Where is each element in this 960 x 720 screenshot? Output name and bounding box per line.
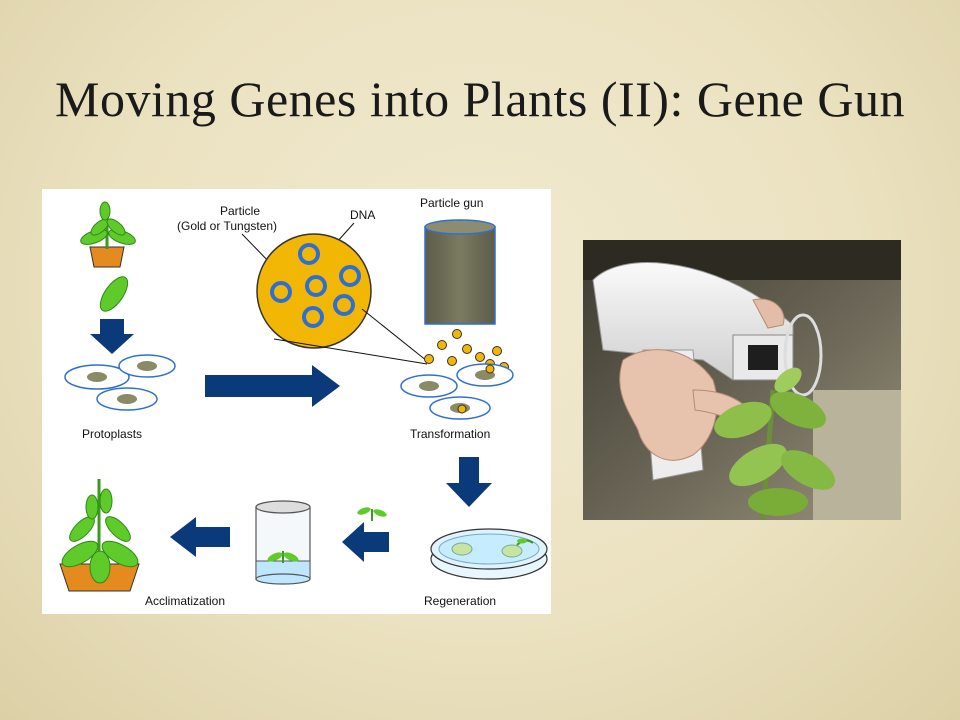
slide-title: Moving Genes into Plants (II): Gene Gun <box>55 71 905 127</box>
label-protoplasts: Protoplasts <box>82 427 142 441</box>
label-acclimatization: Acclimatization <box>145 594 225 608</box>
left-arrow-icon <box>170 517 230 557</box>
particle-gun-cylinder-icon <box>424 219 496 325</box>
acclimatized-plant-icon <box>59 479 140 592</box>
tobacco-plant-icon <box>714 367 836 520</box>
leaf-piece-icon <box>99 276 129 312</box>
plant-in-pot-icon <box>80 201 136 268</box>
left-arrow-icon <box>342 522 389 562</box>
transformation-dishes-icon <box>400 363 514 420</box>
gene-gun-process-diagram: Protoplasts Particle (Gold or Tungsten) … <box>42 189 551 614</box>
gold-particle-icon <box>256 233 372 349</box>
seedling-icon <box>357 507 387 521</box>
label-particle-material: (Gold or Tungsten) <box>177 219 277 233</box>
label-dna: DNA <box>350 208 375 222</box>
label-particle-gun: Particle gun <box>420 196 483 210</box>
protoplast-dishes-icon <box>64 354 176 411</box>
down-arrow-icon <box>446 457 492 507</box>
label-particle: Particle <box>220 204 260 218</box>
gene-gun-photo <box>583 240 901 520</box>
culture-jar-icon <box>255 500 311 585</box>
down-arrow-icon <box>90 319 134 354</box>
regeneration-dish-icon <box>430 528 548 580</box>
right-arrow-icon <box>205 365 340 407</box>
label-transformation: Transformation <box>410 427 490 441</box>
label-regeneration: Regeneration <box>424 594 496 608</box>
